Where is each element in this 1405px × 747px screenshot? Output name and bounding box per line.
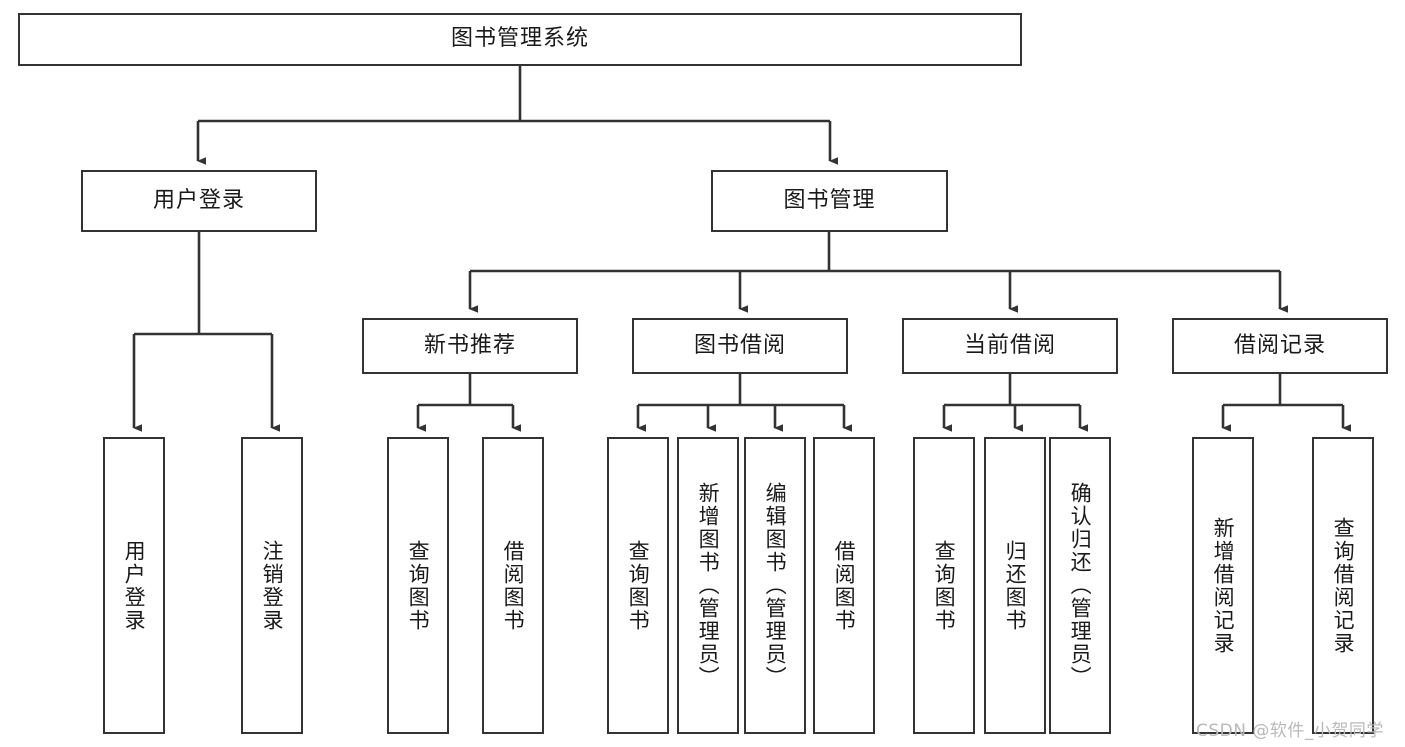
node-root-label: 图书管理系统	[450, 26, 589, 52]
node-leaf-borrow-edit-book[interactable]: 编辑图书（管理员）	[744, 437, 806, 734]
node-leaf-rec-query-book[interactable]: 查询图书	[387, 437, 449, 734]
node-book-borrow-label: 图书借阅	[693, 332, 786, 358]
node-current-borrow-label: 当前借阅	[963, 332, 1056, 358]
node-root[interactable]: 图书管理系统	[18, 13, 1022, 66]
node-leaf-cur-query-book-label: 查询图书	[932, 539, 957, 632]
node-leaf-cur-return-book-label: 归还图书	[1003, 539, 1028, 632]
node-leaf-cur-query-book[interactable]: 查询图书	[913, 437, 975, 734]
node-leaf-cur-return-book[interactable]: 归还图书	[984, 437, 1046, 734]
node-new-book-rec[interactable]: 新书推荐	[362, 318, 578, 374]
node-user-login-label: 用户登录	[152, 187, 245, 213]
node-leaf-borrow-query-book-label: 查询图书	[626, 539, 651, 632]
node-leaf-rec-add-record[interactable]: 新增借阅记录	[1192, 437, 1254, 734]
node-borrow-record-label: 借阅记录	[1233, 332, 1326, 358]
node-leaf-borrow-query-book[interactable]: 查询图书	[607, 437, 669, 734]
node-user-login[interactable]: 用户登录	[81, 170, 317, 232]
node-leaf-user-logout[interactable]: 注销登录	[241, 437, 303, 734]
node-current-borrow[interactable]: 当前借阅	[902, 318, 1118, 374]
node-leaf-user-login[interactable]: 用户登录	[103, 437, 165, 734]
node-leaf-rec-query-record-label: 查询借阅记录	[1331, 516, 1356, 655]
node-leaf-cur-confirm-return[interactable]: 确认归还（管理员）	[1049, 437, 1111, 734]
node-leaf-rec-query-record[interactable]: 查询借阅记录	[1312, 437, 1374, 734]
node-book-manage-label: 图书管理	[783, 187, 876, 213]
node-leaf-borrow-add-book[interactable]: 新增图书（管理员）	[677, 437, 739, 734]
node-leaf-rec-query-book-label: 查询图书	[406, 539, 431, 632]
node-leaf-cur-confirm-return-label: 确认归还（管理员）	[1068, 482, 1093, 689]
node-leaf-rec-add-record-label: 新增借阅记录	[1211, 516, 1236, 655]
node-leaf-borrow-edit-book-label: 编辑图书（管理员）	[763, 482, 788, 689]
node-leaf-borrow-add-book-label: 新增图书（管理员）	[696, 482, 721, 689]
node-book-manage[interactable]: 图书管理	[711, 170, 948, 232]
watermark: CSDN @软件_小贺同学	[1196, 721, 1384, 741]
node-borrow-record[interactable]: 借阅记录	[1172, 318, 1388, 374]
node-leaf-rec-borrow-book-label: 借阅图书	[501, 539, 526, 632]
node-new-book-rec-label: 新书推荐	[423, 332, 516, 358]
node-leaf-borrow-borrow-book[interactable]: 借阅图书	[813, 437, 875, 734]
node-leaf-rec-borrow-book[interactable]: 借阅图书	[482, 437, 544, 734]
node-leaf-user-logout-label: 注销登录	[260, 539, 285, 632]
node-book-borrow[interactable]: 图书借阅	[632, 318, 848, 374]
node-leaf-borrow-borrow-book-label: 借阅图书	[832, 539, 857, 632]
node-leaf-user-login-label: 用户登录	[122, 539, 147, 632]
